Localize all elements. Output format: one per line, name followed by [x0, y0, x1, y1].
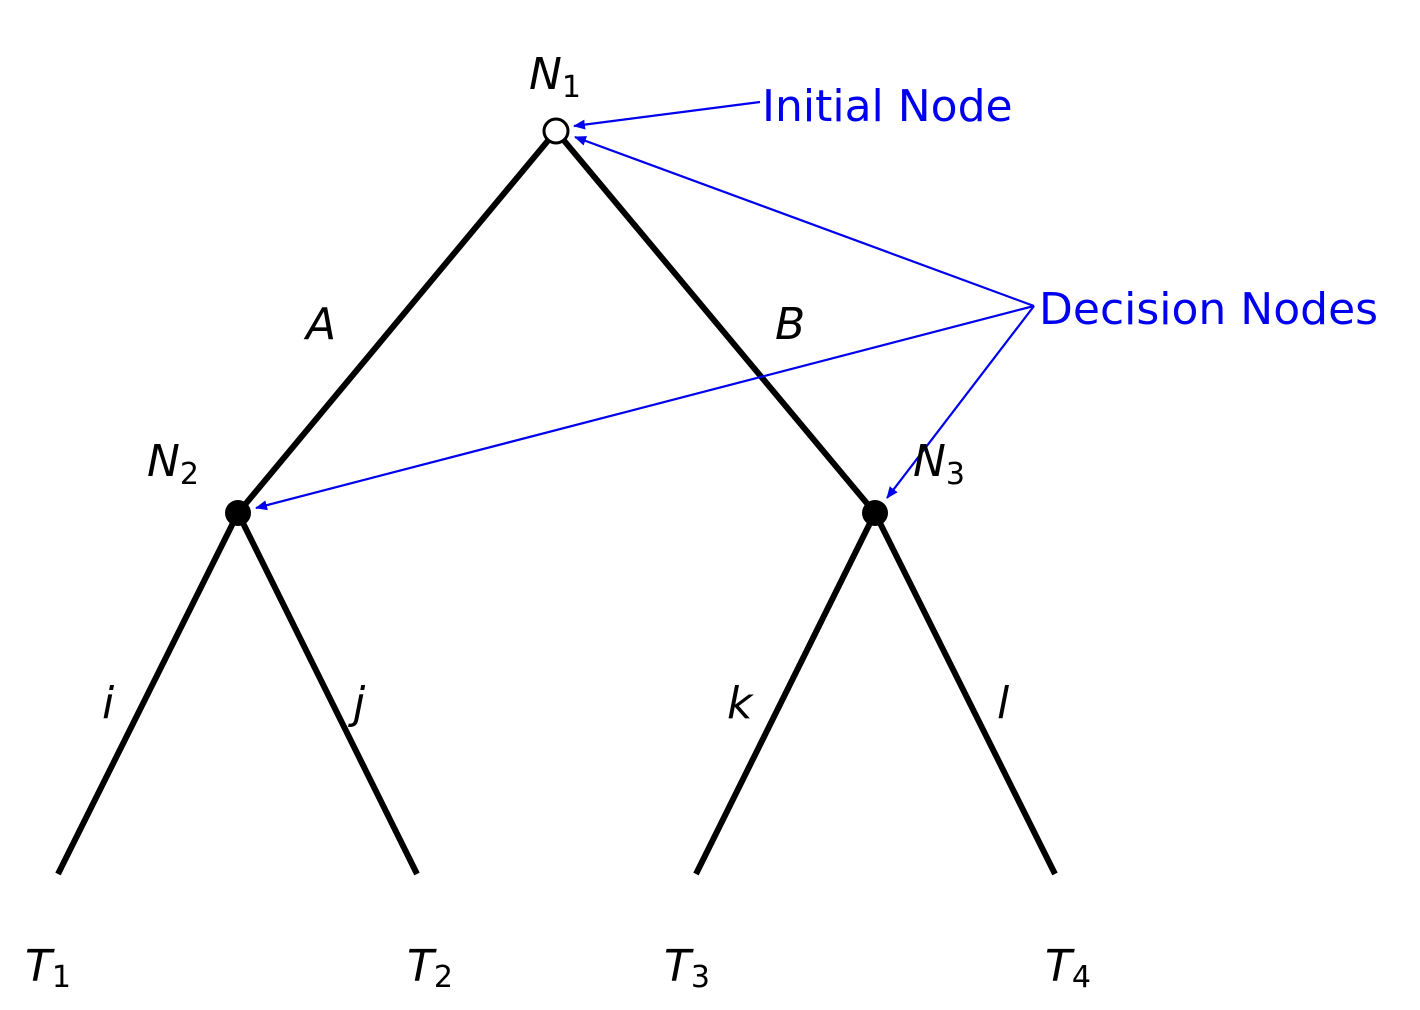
edge-i [55, 511, 241, 876]
action-label-j: j [348, 678, 366, 729]
decision-pointer-n3 [886, 305, 1035, 499]
action-label-i: i [102, 678, 115, 729]
initial-node-pointer [573, 100, 761, 130]
action-label-a: A [303, 299, 336, 350]
node-label-n3: N3 [913, 436, 965, 492]
initial-node [542, 117, 570, 145]
edge-l [872, 511, 1058, 876]
terminal-label-t3: T3 [664, 941, 710, 995]
edge-j [235, 511, 420, 876]
action-label-b: B [775, 299, 805, 350]
node-label-n1: N1 [529, 49, 581, 105]
edge-k [693, 511, 878, 876]
edge-a [235, 129, 559, 515]
decision-pointer-n2 [255, 304, 1035, 511]
terminal-label-t2: T2 [407, 941, 453, 995]
initial-node-annotation: Initial Node [762, 81, 1013, 132]
decision-pointer-n1 [574, 135, 1035, 308]
decision-nodes-annotation: Decision Nodes [1039, 284, 1378, 335]
node-label-n2: N2 [147, 436, 199, 492]
terminal-label-t4: T4 [1045, 941, 1091, 995]
action-label-k: k [727, 678, 754, 729]
action-label-l: l [997, 678, 1010, 729]
terminal-label-t1: T1 [25, 941, 71, 995]
decision-node-n2 [225, 500, 251, 526]
decision-node-n3 [862, 500, 888, 526]
edge-b [553, 129, 878, 515]
